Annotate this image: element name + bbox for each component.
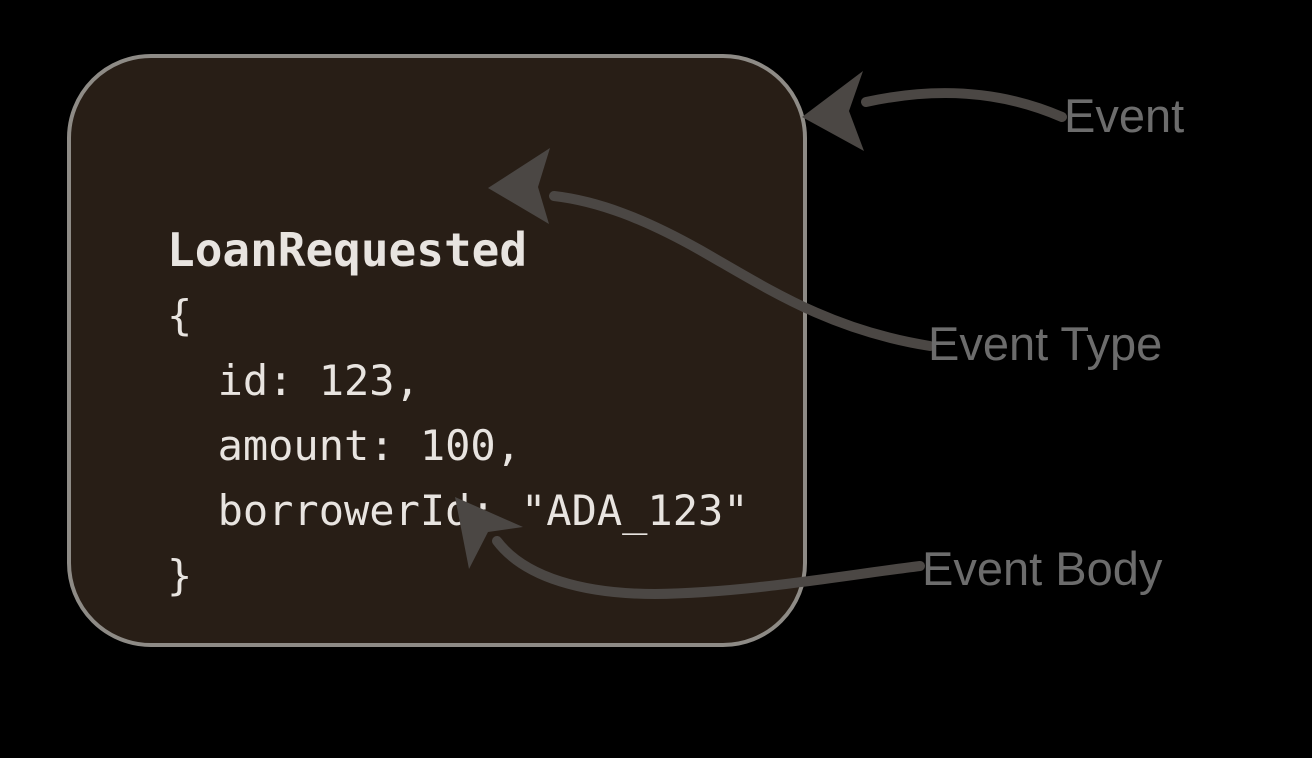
event-code-block: LoanRequested { id: 123, amount: 100, bo… [167,218,749,608]
event-body-open-brace: { [167,291,193,340]
event-arrow-line [861,88,1067,122]
event-body-amount-line: amount: 100, [167,421,522,470]
event-type-label: Event Type [928,317,1163,370]
event-body-close-brace: } [167,551,193,600]
event-body-id-line: id: 123, [167,356,420,405]
event-body-borrower-line: borrowerId: "ADA_123" [167,486,749,535]
event-type-code-line: LoanRequested [167,223,528,277]
event-body-label: Event Body [922,542,1163,595]
event-arrow-head-icon [802,71,864,151]
event-label: Event [1064,89,1185,142]
event-card: LoanRequested { id: 123, amount: 100, bo… [67,54,807,647]
